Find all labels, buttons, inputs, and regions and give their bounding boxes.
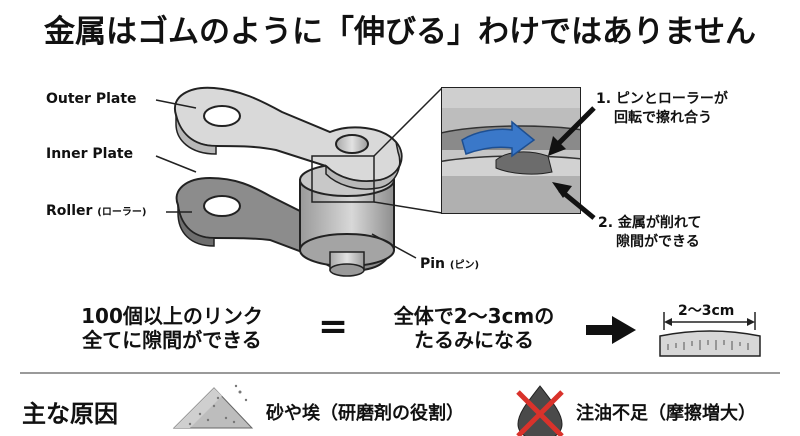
label-roller-en: Roller bbox=[46, 203, 93, 219]
summary-left-line2: 全てに隙間ができる bbox=[82, 328, 262, 352]
ruler-label: 2〜3cm bbox=[678, 303, 735, 319]
outer-plate-upper bbox=[173, 86, 403, 190]
summary-right-line2: たるみになる bbox=[414, 328, 534, 352]
equals-sign: = bbox=[318, 306, 349, 347]
section-divider bbox=[20, 372, 780, 374]
callout-arrow-1 bbox=[548, 106, 596, 156]
page-title: 金属はゴムのように「伸びる」わけではありません bbox=[43, 14, 757, 50]
no-oil-icon bbox=[516, 385, 564, 436]
label-pin: Pin (ピン) bbox=[420, 256, 479, 272]
callout-2-line1: 2. 金属が削れて bbox=[598, 215, 702, 231]
ruler-icon bbox=[659, 312, 761, 357]
cause-sand: 砂や埃（研磨剤の役割） bbox=[266, 403, 464, 424]
causes-heading: 主な原因 bbox=[22, 400, 118, 428]
sand-dust-icon bbox=[172, 384, 254, 429]
pin-leader bbox=[371, 233, 417, 259]
label-pin-en: Pin bbox=[420, 256, 446, 272]
callout-2-line2: 隙間ができる bbox=[616, 234, 700, 250]
summary-right-line1: 全体で2〜3cmの bbox=[393, 304, 555, 328]
callout-1-line1: 1. ピンとローラーが bbox=[596, 91, 728, 107]
label-outer-plate: Outer Plate bbox=[46, 91, 137, 107]
rotation-arrow bbox=[461, 120, 536, 158]
summary-right: 全体で2〜3cmの たるみになる bbox=[376, 304, 572, 352]
callout-arrow-2 bbox=[552, 182, 596, 220]
label-pin-jp: (ピン) bbox=[449, 260, 480, 271]
label-roller: Roller (ローラー) bbox=[46, 203, 146, 219]
zoom-inset bbox=[441, 87, 581, 214]
summary-left-line1: 100個以上のリンク bbox=[81, 304, 263, 328]
callout-2: 2. 金属が削れて 隙間ができる bbox=[598, 214, 702, 252]
label-roller-jp: (ローラー) bbox=[97, 207, 147, 218]
callout-1: 1. ピンとローラーが 回転で擦れ合う bbox=[596, 90, 728, 128]
cause-no-oil: 注油不足（摩擦増大） bbox=[576, 403, 756, 424]
zoom-source-box bbox=[311, 155, 375, 203]
label-inner-plate: Inner Plate bbox=[46, 146, 134, 162]
summary-left: 100個以上のリンク 全てに隙間ができる bbox=[62, 304, 282, 352]
summary-arrow bbox=[586, 316, 636, 344]
callout-1-line2: 回転で擦れ合う bbox=[614, 110, 712, 126]
